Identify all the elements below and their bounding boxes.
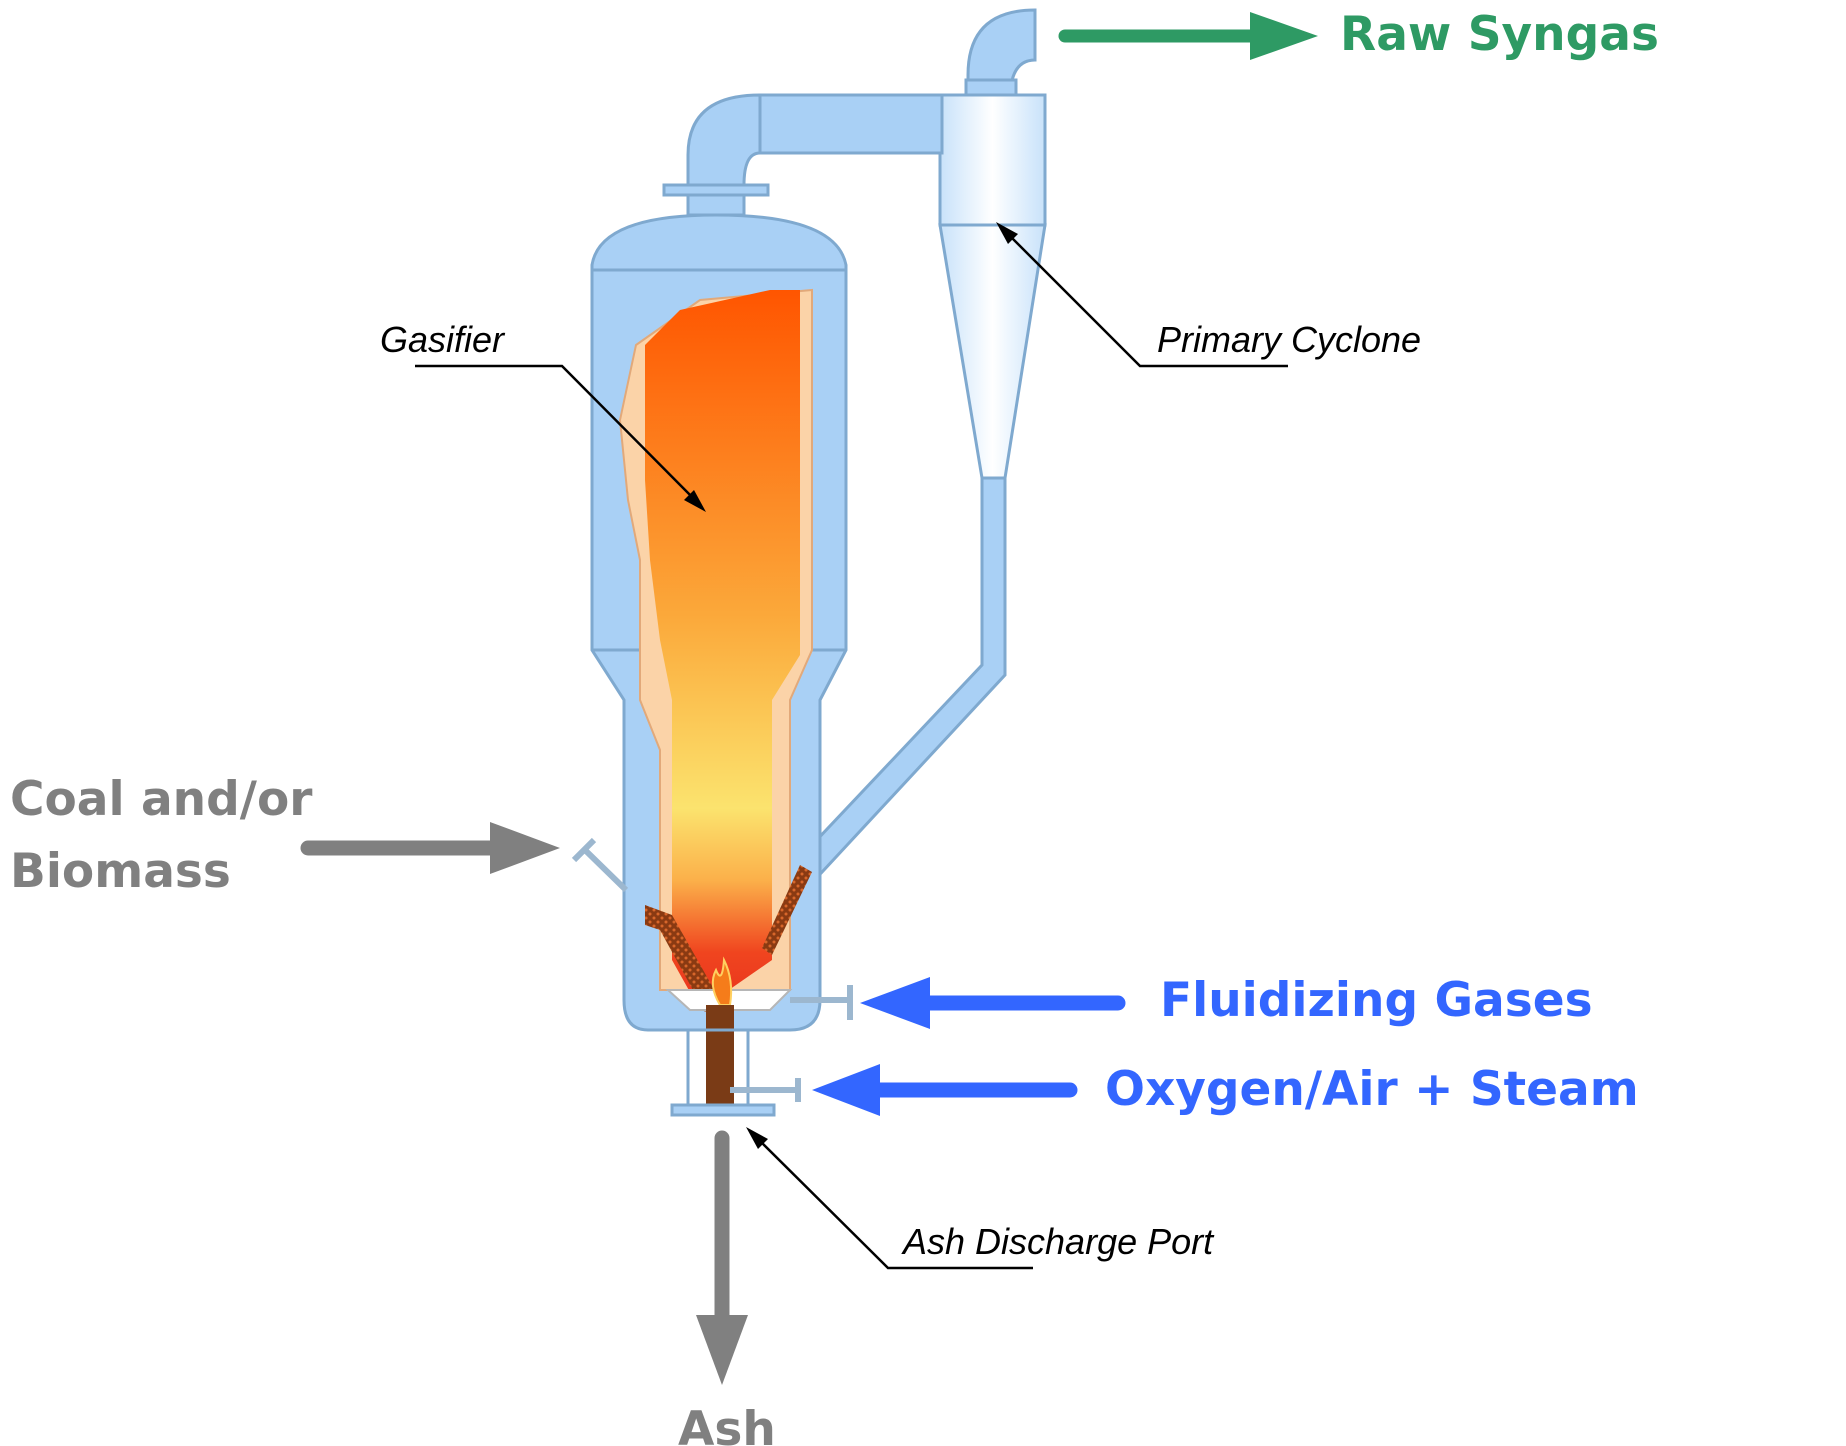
burner-flame [711,956,733,1006]
primary-cyclone-label: Primary Cyclone [1157,319,1421,360]
ash-arrow [696,1130,748,1385]
syngas-arrow [1058,12,1318,60]
reaction-zone [645,290,800,1010]
fluidizing-gas-arrow [860,977,1126,1029]
ash-discharge-port-label: Ash Discharge Port [901,1221,1215,1262]
feed-arrow [300,822,560,874]
ash-discharge-flange [670,1103,776,1117]
ash-label: Ash [678,1402,776,1446]
gasifier-vessel [571,213,853,1117]
fluidizing-gases-label: Fluidizing Gases [1160,973,1593,1028]
outlet-flange [662,183,770,197]
gasifier-leader [415,364,706,512]
cyclone-cone [938,223,1047,480]
distributor-grate-right [762,865,812,955]
oxygen-air-steam-label: Oxygen/Air + Steam [1105,1062,1639,1117]
oxygen-steam-arrow [812,1064,1078,1116]
feed-label-line1: Coal and/or [10,772,313,827]
feed-nozzle [582,847,629,893]
raw-syngas-label: Raw Syngas [1340,7,1659,62]
primary-cyclone [662,8,1047,888]
crossover-elbow [686,93,762,187]
distributor-grate [645,905,720,1012]
crossover-pipe [758,93,944,155]
cyclone-barrel [938,93,1047,227]
cyclone-outlet-collar [964,78,1018,97]
feed-label-line2: Biomass [10,844,231,899]
ash-column [706,1005,734,1115]
primary-cyclone-leader [996,222,1288,368]
gasifier-label: Gasifier [380,319,506,360]
ash-discharge-leader [746,1127,1033,1270]
